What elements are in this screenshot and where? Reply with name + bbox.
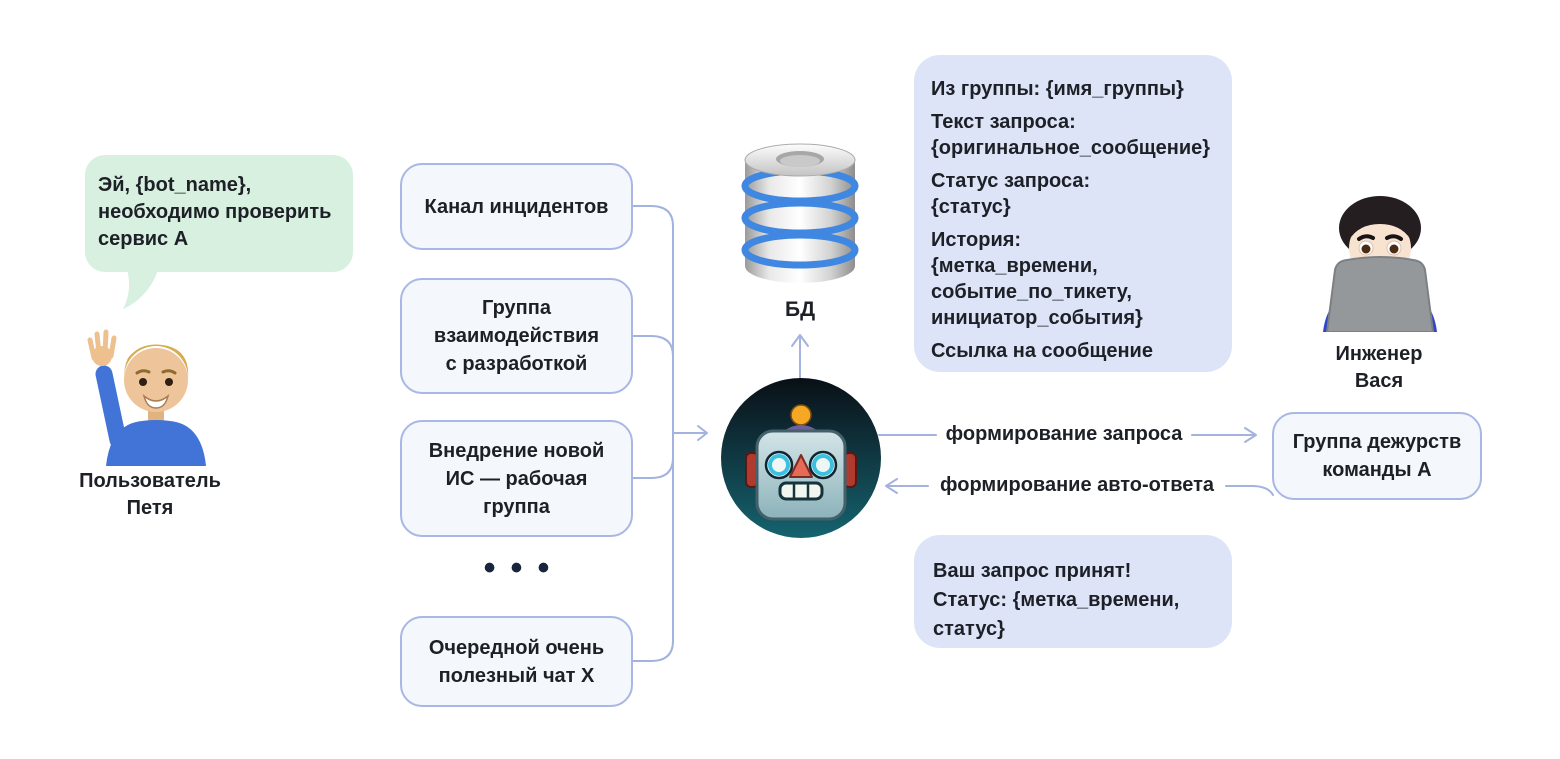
- chat-node-useful-chat: Очередной очень полезный чат X: [400, 616, 633, 707]
- robot-emoji: [721, 378, 881, 538]
- user-message-bubble: Эй, {bot_name}, необходимо проверить сер…: [85, 155, 353, 272]
- auto-reply-flow-label: формирование авто-ответа: [939, 474, 1215, 496]
- chat-node-new-is: Внедрение новой ИС — рабочая группа: [400, 420, 633, 537]
- man-raising-hand-emoji: [87, 329, 206, 466]
- ellipsis-dots: •••: [483, 549, 565, 587]
- chat-node-label: Канал инцидентов: [424, 195, 609, 218]
- chat-node-incidents: Канал инцидентов: [400, 163, 633, 250]
- ticket-line: Ссылка на сообщение: [931, 340, 1153, 362]
- request-flow-label: формирование запроса: [945, 423, 1183, 445]
- speech-bubble-tail: [123, 269, 158, 309]
- engineer-label: Инженер Вася: [1335, 343, 1423, 392]
- user-label: Пользователь Петя: [79, 470, 221, 519]
- auto-reply-card: Ваш запрос принят! Статус: {метка_времен…: [914, 535, 1232, 648]
- ticket-line: История: {метка_времени, событие_по_тике…: [931, 229, 1143, 329]
- duty-group-node: Группа дежурств команды А: [1272, 412, 1482, 500]
- chat-node-label: Внедрение новой ИС — рабочая группа: [428, 439, 605, 518]
- duty-group-label: Группа дежурств команды А: [1292, 431, 1462, 481]
- man-technologist-emoji: [1323, 196, 1437, 332]
- database-label: БД: [784, 298, 816, 321]
- ticket-line: Из группы: {имя_группы}: [931, 78, 1184, 100]
- ticket-line: Статус запроса: {статус}: [931, 170, 1091, 218]
- chat-node-label: Группа взаимодействия с разработкой: [433, 297, 600, 375]
- chat-node-dev-group: Группа взаимодействия с разработкой: [400, 278, 633, 394]
- database-icon: [741, 143, 859, 283]
- chat-node-label: Очередной очень полезный чат X: [428, 636, 605, 687]
- ticket-line: Текст запроса: {оригинальное_сообщение}: [931, 111, 1211, 159]
- ticket-info-card: Из группы: {имя_группы} Текст запроса: {…: [914, 55, 1232, 372]
